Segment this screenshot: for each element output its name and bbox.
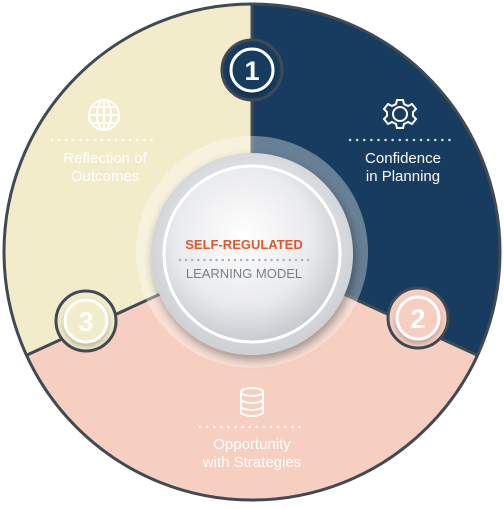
database-icon	[240, 387, 264, 417]
confidence-label-line1: Confidence	[365, 150, 441, 167]
opportunity-label-line1: Opportunity	[213, 436, 291, 453]
center-title: SELF-REGULATED	[185, 237, 302, 252]
badge-2-number: 2	[410, 304, 425, 334]
globe-icon	[88, 99, 120, 131]
badge-1-number: 1	[244, 56, 259, 86]
gear-icon	[382, 99, 418, 129]
badge-2: 2	[386, 286, 450, 350]
confidence-label-line2: in Planning	[366, 168, 440, 185]
badge-1: 1	[220, 38, 284, 102]
badge-3-number: 3	[78, 307, 93, 337]
opportunity-label-line2: with Strategies	[202, 454, 301, 471]
segment-opportunity	[26, 252, 478, 501]
reflection-label-line1: Reflection of	[63, 150, 147, 167]
center-subtitle: LEARNING MODEL	[186, 266, 302, 281]
reflection-label-line2: Outcomes	[71, 168, 139, 185]
center-hub: SELF-REGULATED LEARNING MODEL	[136, 136, 368, 368]
badge-3: 3	[54, 289, 118, 353]
